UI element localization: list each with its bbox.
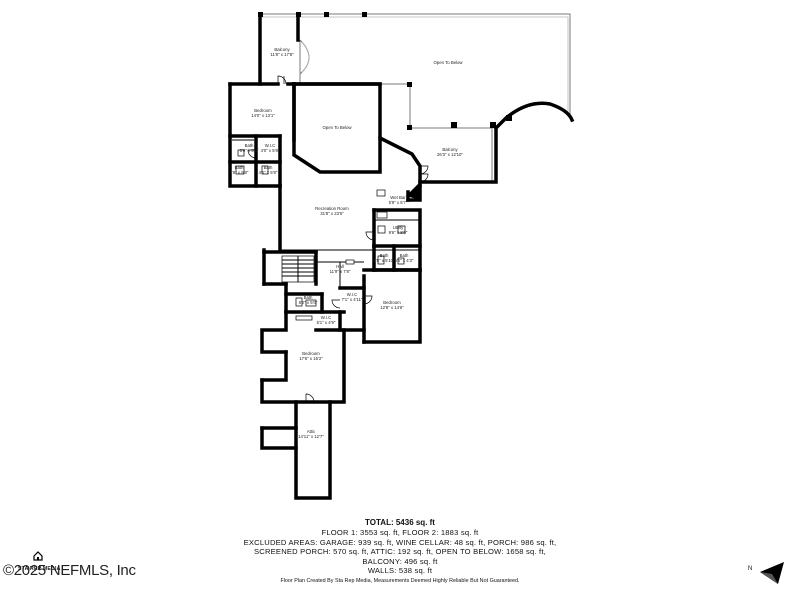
room-name: Attic [307, 429, 316, 434]
room-dims: 8'2" x 5'0" [299, 300, 318, 305]
summary-line: WALLS: 538 sq. ft [367, 566, 433, 576]
copyright-watermark: ©2025 NEFMLS, Inc [3, 562, 136, 579]
fixtures [235, 149, 406, 321]
stairs [281, 255, 315, 283]
room-name: Wet Bar [390, 195, 406, 200]
room-name: Bath [235, 165, 244, 170]
room-dims: 31'8" x 23'5" [320, 211, 344, 216]
room-name: Bedroom [254, 108, 272, 113]
north-compass: N [748, 562, 788, 591]
summary-line: FLOOR 1: 3553 sq. ft, FLOOR 2: 1883 sq. … [321, 528, 479, 537]
room-dims: 26'3" x 12'10" [437, 152, 463, 157]
room-dims: 5'9" x 5'9" [240, 148, 259, 153]
room-dims: 7'1" x 4'11" [342, 297, 363, 302]
room-dims: 6'1" x 4'9" [317, 320, 336, 325]
room-dims: 5'8" x 5'10" [373, 258, 395, 263]
summary-line: EXCLUDED AREAS: GARAGE: 939 sq. ft, WINE… [243, 537, 557, 547]
room-labels: Balcony 11'8" x 17'8" Open To Below Bedr… [230, 47, 464, 439]
room-dims: 11'8" x 17'8" [270, 52, 294, 57]
room-name: Utility [393, 225, 404, 230]
disclaimer: Floor Plan Created By Sta Rep Media, Mea… [280, 578, 520, 584]
room-name: Bath [304, 295, 313, 300]
room-dims: 17'6" x 16'2" [299, 356, 323, 361]
room-name: Bath [400, 253, 409, 258]
room-dims: 4'6" x 5'8" [259, 170, 278, 175]
room-name: Balcony [442, 147, 458, 152]
brand-name: STA REP MEDIA [18, 566, 61, 572]
room-name: Open To Below [322, 125, 352, 130]
room-dims: 12'8" x 14'6" [380, 305, 404, 310]
column-posts [258, 12, 512, 130]
north-label: N [748, 566, 753, 572]
room-name: Hall [336, 264, 343, 269]
room-dims: 4'8" x 5'8" [230, 170, 249, 175]
summary-line: BALCONY: 496 sq. ft [362, 556, 438, 566]
room-dims: 14'0" x 13'1" [251, 113, 275, 118]
room-name: Bedroom [383, 300, 401, 305]
room-name: W.I.C [347, 292, 358, 297]
room-name: W.I.C [321, 315, 332, 320]
room-dims: 11'9" x 7'8" [330, 269, 351, 274]
north-arrow-icon [760, 562, 784, 584]
interior-lines [232, 139, 420, 288]
door-swings [247, 75, 429, 403]
room-dims: 14'11" x 12'7" [298, 434, 324, 439]
room-name: Bath [380, 253, 389, 258]
room-name: Balcony [274, 47, 290, 52]
room-name: Bedroom [302, 351, 320, 356]
room-dims: 5'6" x 4'3" [395, 258, 414, 263]
room-name: Bath [264, 165, 273, 170]
brand-logo: STA REP MEDIA [18, 548, 61, 572]
room-dims: 9'6" x 8'0" [389, 230, 408, 235]
room-dims: 5'9" x 5'7" [389, 200, 408, 205]
area-summary: TOTAL: 5436 sq. ft FLOOR 1: 3553 sq. ft,… [0, 518, 800, 576]
room-dims: 4'0" x 5'9" [261, 148, 280, 153]
room-name: Bath [245, 143, 254, 148]
room-name: W.I.C [265, 143, 276, 148]
room-name: Recreation Room [315, 206, 349, 211]
room-name: Open To Below [433, 60, 463, 65]
house-logo-icon [33, 551, 43, 561]
summary-line: SCREENED PORCH: 570 sq. ft, ATTIC: 192 s… [254, 547, 546, 557]
total-area: TOTAL: 5436 sq. ft [365, 518, 435, 527]
